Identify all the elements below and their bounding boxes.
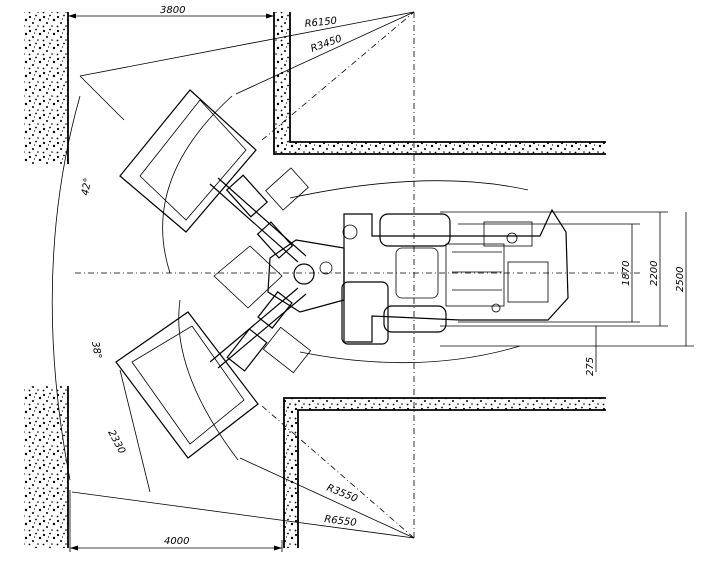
loader-front-frame [209,167,345,374]
centerlines [75,11,640,539]
rock-walls [24,12,606,548]
dim-2330: 2330 [105,428,127,456]
dim-R6150: R6150 [304,16,337,30]
bucket-bottom [115,311,259,459]
dimension-labels: 3800 4000 R6150 R3450 R3550 R6550 42° 38… [80,5,686,547]
dim-2500: 2500 [675,267,686,292]
dim-3800: 3800 [160,5,185,16]
angle-42: 42° [80,177,94,196]
dimension-lines [68,13,694,552]
loader-rear-body [341,208,569,345]
dim-2200: 2200 [649,261,660,286]
radius-leaders [71,11,415,539]
dim-275: 275 [585,357,596,376]
dim-4000: 4000 [164,536,189,547]
bucket-top [119,89,257,233]
dim-R6550: R6550 [324,514,358,529]
dim-1870: 1870 [621,261,632,286]
angle-38: 38° [89,341,103,360]
turning-arcs [51,95,529,481]
dim-R3450: R3450 [309,33,343,54]
